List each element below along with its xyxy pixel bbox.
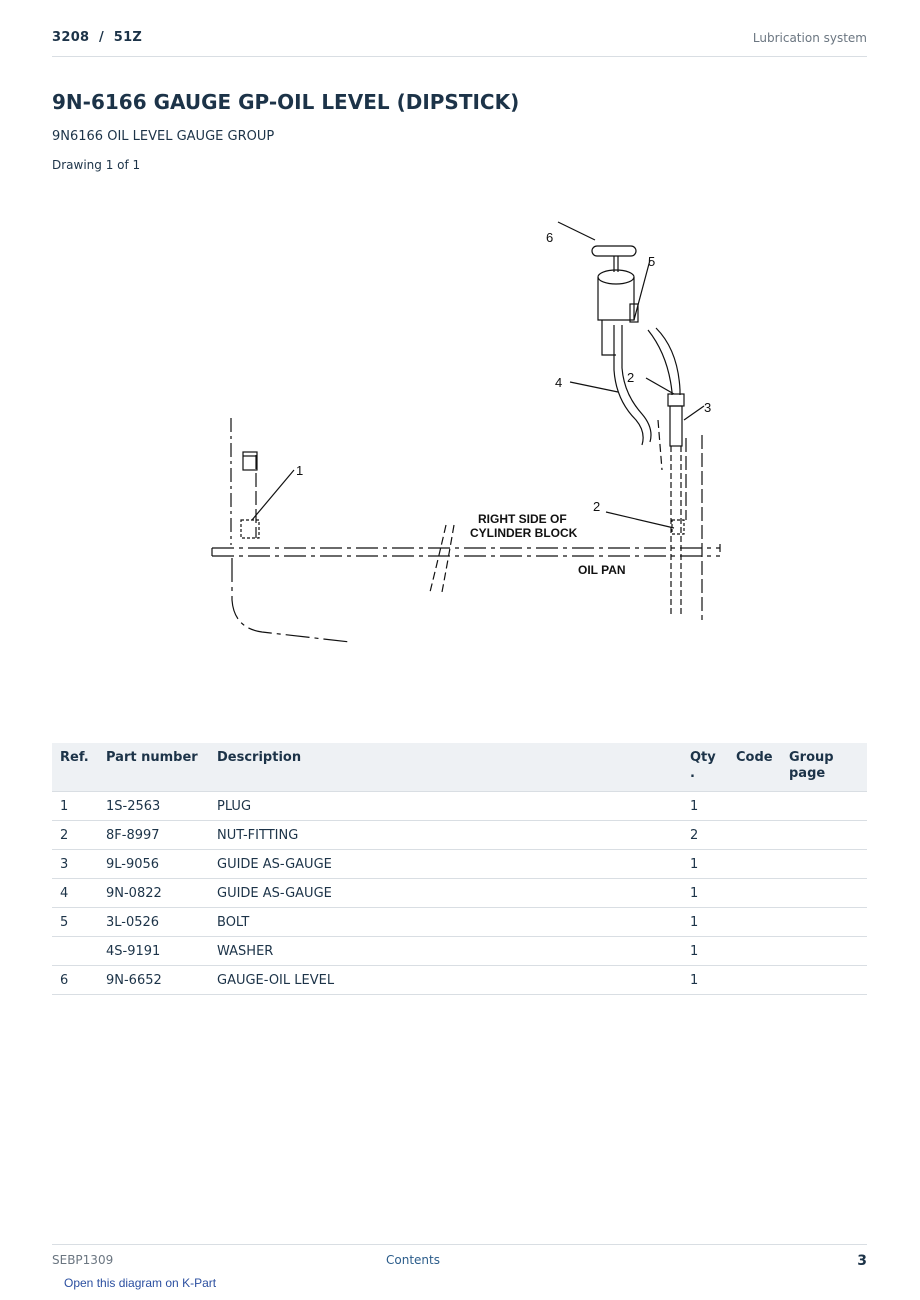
cell-description: WASHER xyxy=(209,936,682,966)
cell-part-number: 8F-8997 xyxy=(98,820,209,850)
cell-code xyxy=(728,849,781,879)
cell-description: PLUG xyxy=(209,791,682,821)
page-title: 9N-6166 GAUGE GP-OIL LEVEL (DIPSTICK) xyxy=(52,90,520,114)
cell-qty: 1 xyxy=(682,936,728,966)
cell-group-page xyxy=(781,965,867,995)
cell-description: BOLT xyxy=(209,907,682,937)
col-ref: Ref. xyxy=(52,743,98,792)
callout-2-lower: 2 xyxy=(593,499,600,514)
cell-ref: 4 xyxy=(52,878,98,908)
cell-ref: 2 xyxy=(52,820,98,850)
drawing-count: Drawing 1 of 1 xyxy=(52,158,141,172)
cell-ref: 3 xyxy=(52,849,98,879)
callout-4: 4 xyxy=(555,375,562,390)
table-row: 3 9L-9056 GUIDE AS-GAUGE 1 xyxy=(52,849,867,879)
section-label: Lubrication system xyxy=(752,31,867,45)
page-footer: SEBP1309 Contents 3 xyxy=(52,1244,867,1285)
page-number: 3 xyxy=(857,1253,867,1269)
cell-qty: 1 xyxy=(682,907,728,937)
table-header-row: Ref. Part number Description Qty . Code … xyxy=(52,743,867,792)
cell-qty: 1 xyxy=(682,878,728,908)
parts-table: Ref. Part number Description Qty . Code … xyxy=(52,743,867,995)
table-row: 1 1S-2563 PLUG 1 xyxy=(52,791,867,821)
cell-qty: 1 xyxy=(682,849,728,879)
cell-code xyxy=(728,791,781,821)
oil-pan-label: OIL PAN xyxy=(578,563,626,577)
cell-code xyxy=(728,878,781,908)
kpart-diagram-link[interactable]: Open this diagram on K-Part xyxy=(64,1276,217,1290)
cell-group-page xyxy=(781,907,867,937)
cell-code xyxy=(728,907,781,937)
cell-ref: 5 xyxy=(52,907,98,937)
table-row: 2 8F-8997 NUT-FITTING 2 xyxy=(52,820,867,850)
cell-code xyxy=(728,820,781,850)
cell-qty: 1 xyxy=(682,791,728,821)
parts-diagram: 6 5 4 2 3 1 2 RIGHT SIDE OF CYLINDER BLO… xyxy=(211,221,721,643)
page-header: 3208 / 51Z Lubrication system xyxy=(52,28,867,57)
callout-6: 6 xyxy=(546,230,553,245)
cell-ref: 1 xyxy=(52,791,98,821)
col-description: Description xyxy=(209,743,682,792)
col-group-page: Group page xyxy=(781,743,867,792)
cell-description: GAUGE-OIL LEVEL xyxy=(209,965,682,995)
block-label-line1: RIGHT SIDE OF xyxy=(478,512,567,526)
cell-group-page xyxy=(781,820,867,850)
callout-2-upper: 2 xyxy=(627,370,634,385)
col-code: Code xyxy=(728,743,781,792)
cell-group-page xyxy=(781,936,867,966)
page-subtitle: 9N6166 OIL LEVEL GAUGE GROUP xyxy=(52,129,275,144)
cell-group-page xyxy=(781,849,867,879)
cell-part-number: 9N-6652 xyxy=(98,965,209,995)
cell-qty: 2 xyxy=(682,820,728,850)
callout-5: 5 xyxy=(648,254,655,269)
table-row: 5 3L-0526 BOLT 1 xyxy=(52,907,867,937)
cell-code xyxy=(728,936,781,966)
cell-description: GUIDE AS-GAUGE xyxy=(209,849,682,879)
table-row: 4 9N-0822 GUIDE AS-GAUGE 1 xyxy=(52,878,867,908)
cell-part-number: 9L-9056 xyxy=(98,849,209,879)
callout-3: 3 xyxy=(704,400,711,415)
table-row: 4S-9191 WASHER 1 xyxy=(52,936,867,966)
cell-description: GUIDE AS-GAUGE xyxy=(209,878,682,908)
callout-1: 1 xyxy=(296,463,303,478)
cell-description: NUT-FITTING xyxy=(209,820,682,850)
document-id: SEBP1309 xyxy=(52,1253,114,1267)
cell-group-page xyxy=(781,878,867,908)
table-row: 6 9N-6652 GAUGE-OIL LEVEL 1 xyxy=(52,965,867,995)
cell-ref: 6 xyxy=(52,965,98,995)
cell-part-number: 1S-2563 xyxy=(98,791,209,821)
cell-group-page xyxy=(781,791,867,821)
cell-part-number: 3L-0526 xyxy=(98,907,209,937)
model-label: 3208 / 51Z xyxy=(52,30,143,45)
cell-part-number: 9N-0822 xyxy=(98,878,209,908)
cell-part-number: 4S-9191 xyxy=(98,936,209,966)
contents-link[interactable]: Contents xyxy=(386,1253,440,1267)
cell-ref xyxy=(52,936,98,966)
cell-code xyxy=(728,965,781,995)
col-part-number: Part number xyxy=(98,743,209,792)
col-qty: Qty . xyxy=(682,743,728,792)
cell-qty: 1 xyxy=(682,965,728,995)
block-label-line2: CYLINDER BLOCK xyxy=(470,526,578,540)
